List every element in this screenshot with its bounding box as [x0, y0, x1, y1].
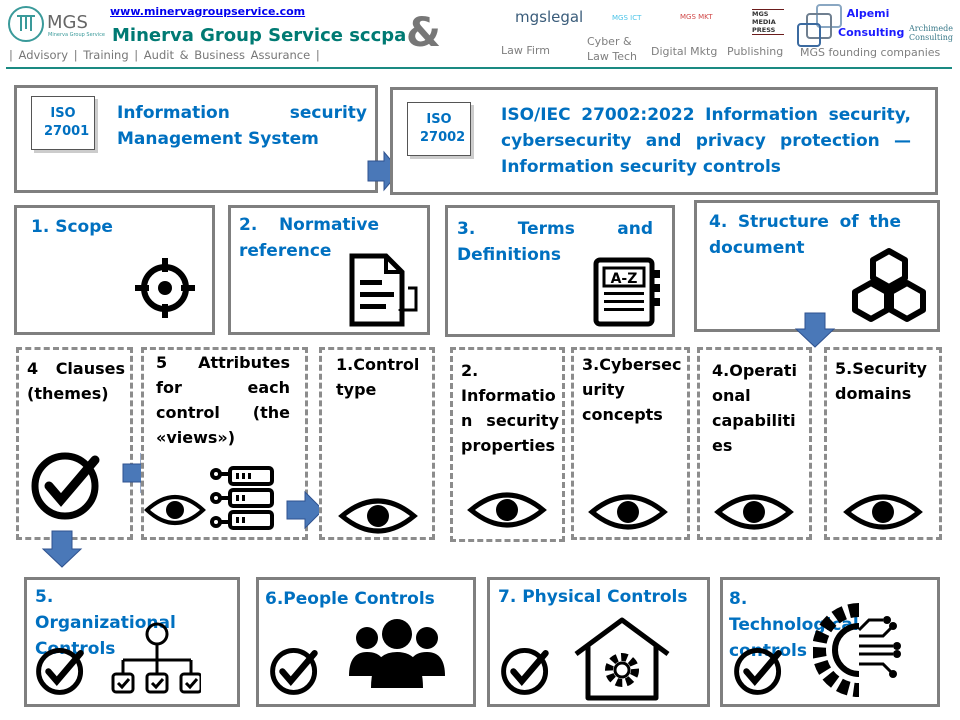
iso27002-title: ISO/IEC 27002:2022 Information security,… [501, 105, 911, 177]
target-icon [135, 258, 195, 318]
partner-logo-mkt: MGS MKT [680, 13, 713, 21]
organizational-controls-box: 5. Organizational Controls [24, 577, 240, 707]
eye-icon [144, 495, 206, 525]
scope-title: 1. Scope [31, 217, 113, 237]
info-security-properties-title: 2. Informatio n security properties [461, 361, 559, 455]
scope-box: 1. Scope [14, 205, 215, 335]
normative-box: 2. Normative reference [228, 205, 430, 335]
eye-icon [467, 492, 547, 528]
alpemi-logo: Alpemi Consulting [838, 7, 905, 39]
check-icon [270, 647, 318, 695]
people-icon [349, 619, 445, 688]
partner-logo-ict: MGS ICT [612, 14, 642, 22]
structure-title: 4. Structure of the document [709, 212, 901, 258]
normative-title: 2. Normative reference [239, 215, 379, 261]
arrow-down-icon [794, 312, 836, 348]
document-icon [349, 253, 418, 327]
control-type-box: 1.Control type [319, 347, 435, 540]
cybersecurity-concepts-box: 3.Cybersec urity concepts [571, 347, 690, 540]
clauses-title: 4 Clauses (themes) [27, 359, 125, 403]
attributes-box: 5 Attributes for each control (the «view… [141, 347, 308, 540]
logo-subtext: Minerva Group Service [48, 32, 105, 38]
terms-title: 3. Terms and Definitions [457, 219, 653, 265]
organizational-controls-title: 5. Organizational Controls [35, 587, 176, 659]
people-controls-title: 6.People Controls [265, 589, 435, 609]
services-tagline: | Advisory | Training | Audit & Business… [9, 48, 320, 62]
ampersand: & [406, 10, 441, 56]
terms-box: 3. Terms and Definitions A-Z [445, 205, 675, 337]
org-chart-icon [111, 622, 201, 694]
iso27001-badge: ISO 27001 [31, 96, 95, 150]
hexagons-icon [852, 248, 926, 322]
structure-box: 4. Structure of the document [694, 200, 940, 332]
partner-label: MGS founding companies [800, 46, 941, 59]
mgs-logo-icon [8, 6, 44, 42]
iso27002-badge: ISO 27002 [407, 102, 471, 156]
header-divider [6, 67, 952, 69]
partner-label: Law Firm [501, 44, 550, 57]
partner-label: Publishing [727, 45, 784, 58]
partner-logo-mgslegal: mgslegal [515, 8, 584, 26]
alpemi-logo-icon [797, 4, 842, 47]
eye-icon [338, 498, 418, 534]
eye-icon [843, 494, 923, 530]
operational-capabilities-box: 4.Operati onal capabiliti es [697, 347, 812, 540]
archimede-logo: Archimede Consulting [909, 24, 953, 42]
technological-controls-box: 8. Technological controls [720, 577, 940, 707]
partner-logo-media-press: MGS MEDIA PRESS [752, 9, 784, 35]
company-name: Minerva Group Service sccpa [112, 25, 407, 46]
physical-controls-title: 7. Physical Controls [498, 587, 688, 607]
arrow-down-icon [41, 530, 83, 568]
house-gear-icon [574, 617, 670, 701]
operational-capabilities-title: 4.Operati onal capabiliti es [712, 361, 797, 455]
logo-text: MGS [47, 12, 88, 33]
check-icon [36, 647, 84, 695]
iso27001-box: ISO 27001 Information security Managemen… [14, 85, 378, 193]
iso27001-title: Information security Management System [117, 103, 367, 149]
security-domains-title: 5.Security domains [835, 359, 927, 403]
control-type-title: 1.Control type [336, 355, 420, 399]
people-controls-box: 6.People Controls [256, 577, 476, 707]
info-security-properties-box: 2. Informatio n security properties [450, 347, 565, 542]
security-domains-box: 5.Security domains [824, 347, 942, 540]
website-link[interactable]: www.minervagroupservice.com [110, 5, 306, 18]
server-network-icon [210, 466, 274, 530]
eye-icon [714, 494, 794, 530]
check-icon [31, 452, 100, 520]
clauses-box: 4 Clauses (themes) [16, 347, 133, 540]
attributes-title: 5 Attributes for each control (the «view… [156, 353, 290, 447]
partner-label: Cyber & Law Tech [587, 35, 637, 63]
dictionary-icon: A-Z [593, 257, 660, 327]
cybersecurity-concepts-title: 3.Cybersec urity concepts [582, 355, 682, 424]
arrow-right-icon [286, 490, 324, 530]
eye-icon [588, 494, 668, 530]
tech-gear-icon [813, 603, 901, 697]
svg-text:A-Z: A-Z [611, 271, 638, 287]
check-icon [501, 647, 549, 695]
physical-controls-box: 7. Physical Controls [487, 577, 710, 707]
partner-label: Digital Mktg [651, 45, 718, 58]
iso27002-box: ISO 27002 ISO/IEC 27002:2022 Information… [390, 87, 938, 195]
check-icon [734, 647, 782, 695]
